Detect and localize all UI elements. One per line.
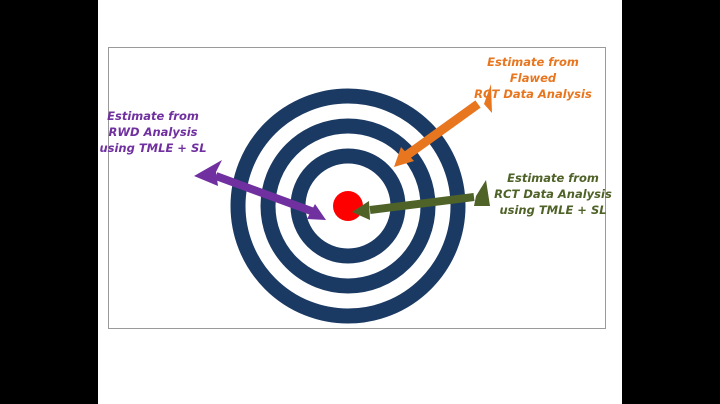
arrow-flawed-rct: [394, 84, 492, 167]
arrow-rct-head: [352, 201, 370, 220]
arrow-rwd-tail: [194, 160, 222, 186]
arrow-rct-shaft: [369, 193, 475, 214]
arrow-flawed-shaft: [400, 100, 481, 162]
label-rwd: Estimate from RWD Analysis using TMLE + …: [98, 108, 208, 156]
label-rwd-line3: using TMLE + SL: [99, 141, 207, 155]
label-rct: Estimate from RCT Data Analysis using TM…: [488, 170, 618, 218]
label-rct-line1: Estimate from: [507, 171, 599, 185]
label-rct-line2: RCT Data Analysis: [494, 187, 612, 201]
arrow-flawed-head: [394, 147, 414, 167]
label-rct-line3: using TMLE + SL: [499, 203, 607, 217]
label-flawed-line3: RCT Data Analysis: [474, 87, 592, 101]
arrow-flawed-tail: [468, 84, 492, 113]
label-flawed-line2: Flawed: [509, 71, 557, 85]
label-rwd-line2: RWD Analysis: [108, 125, 198, 139]
label-flawed-rct: Estimate from Flawed RCT Data Analysis: [458, 54, 608, 102]
target-diagram: [194, 84, 492, 324]
arrow-rct-tail: [474, 180, 490, 206]
diagram-border: [108, 47, 606, 329]
arrow-rwd-shaft: [214, 172, 316, 216]
label-flawed-line1: Estimate from: [487, 55, 579, 69]
label-rwd-line1: Estimate from: [107, 109, 199, 123]
arrow-rwd-head: [307, 204, 326, 220]
slide: Estimate from Flawed RCT Data Analysis E…: [98, 0, 622, 404]
bullseye-dot: [333, 191, 363, 221]
arrow-rwd: [194, 160, 326, 220]
arrow-rct: [352, 180, 490, 220]
outer-ring: [230, 88, 466, 324]
